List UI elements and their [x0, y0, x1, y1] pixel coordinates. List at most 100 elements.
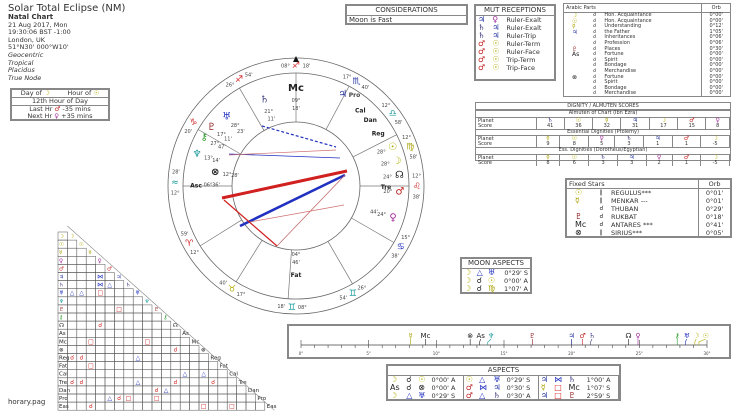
planet-icon: ♃ [338, 89, 347, 100]
glyph-icon: ♂ [672, 136, 702, 142]
glyph-icon: ♄ [614, 136, 644, 142]
glyph-icon: ☉ [487, 276, 496, 285]
grid-aspect-icon: △ [136, 355, 141, 362]
grid-cell [95, 337, 106, 346]
grid-diagonal-label: ⚷ [163, 315, 167, 321]
table-cell: Fortune [604, 73, 624, 80]
planet-minute: 11' [224, 136, 232, 142]
cusp-degree: 08° [298, 305, 307, 311]
grid-cell [114, 361, 125, 370]
glyph-icon: ☌ [592, 39, 597, 46]
table-cell: Trip-Face [506, 64, 536, 72]
timeline-body-icon: ⊗ [467, 332, 473, 340]
table-cell: 0°00' [701, 18, 730, 25]
grid-cell [226, 377, 237, 387]
grid-cell [142, 385, 153, 395]
grid-cell [198, 361, 209, 370]
grid-cell [67, 369, 78, 379]
grid-cell [114, 385, 125, 395]
grid-cell [198, 353, 209, 362]
grid-cell [67, 328, 78, 338]
table-cell: Ruler-Exalt [506, 24, 542, 32]
grid-cell [151, 312, 162, 322]
day-of-label: Day of [20, 89, 42, 97]
grid-cell [142, 304, 153, 314]
grid-diagonal-label: ♆ [145, 298, 150, 305]
grid-cell [151, 353, 162, 362]
grid-aspect-icon: △ [136, 379, 141, 386]
table-cell: 0°00' [701, 91, 730, 97]
zodiac-sign-icon: ♏ [352, 77, 360, 87]
grid-cell [132, 296, 143, 306]
table-cell: 0°18' [698, 213, 730, 221]
table-cell: 3 [617, 160, 647, 166]
planet-icon: Cal [355, 107, 366, 114]
grid-diagonal-label: ⊗ [201, 347, 206, 353]
glyph-icon: As [572, 51, 580, 59]
grid-cell [198, 385, 209, 395]
grid-cell [189, 401, 200, 411]
mutual-receptions-box: MUT RECEPTIONS ♃♀Ruler-Exalt♄♃Ruler-Exal… [474, 4, 556, 81]
glyph-icon: ☿ [540, 383, 546, 392]
grid-diagonal-label: ☿ [88, 250, 91, 256]
cusp-degree: 08° [281, 63, 290, 69]
table-cell: 0°30' A [504, 392, 539, 400]
table-cell: Merchandise [604, 90, 637, 97]
grid-cell [132, 385, 143, 395]
glyph-icon: ☌ [599, 205, 604, 212]
grid-cell [142, 401, 153, 411]
glyph-icon: ♅ [493, 375, 501, 384]
table-cell: 17 [649, 123, 679, 129]
grid-cell [142, 328, 153, 338]
grid-cell [76, 320, 87, 330]
table-cell: 8 [559, 142, 590, 147]
grid-diagonal-label: ♇ [154, 306, 159, 313]
timeline-marker [590, 338, 593, 345]
moon-aspects-box: MOON ASPECTS ☽△♅0°29' S☽☌☉0°00' A☽☌♍1°07… [460, 257, 532, 294]
grid-cell [85, 377, 96, 387]
info-line: Tropical [8, 58, 34, 67]
grid-aspect-icon: □ [229, 403, 235, 410]
grid-cell [179, 401, 190, 411]
grid-aspect-icon: ☌ [155, 387, 159, 394]
reception-row: ♄♃Ruler-Exalt [476, 24, 554, 33]
table-cell: THUBAN [610, 205, 639, 213]
timeline-marker [694, 338, 697, 345]
next-hr-value: +35 mins [61, 112, 93, 120]
grid-cell [123, 328, 134, 338]
table-cell: 3 [588, 160, 618, 166]
cusp-minute: 38' [413, 195, 421, 201]
table-cell: 0°06' [701, 35, 730, 41]
cusp-degree: 12° [171, 190, 180, 196]
glyph-icon: ♃ [643, 136, 673, 142]
glyph-icon: Mc [575, 220, 587, 230]
glyph-icon: ☉ [492, 39, 500, 48]
cusp-degree: 17° [237, 292, 246, 298]
grid-cell [114, 328, 125, 338]
grid-cell [104, 337, 115, 346]
grid-cell [161, 320, 172, 330]
grid-cell [236, 401, 247, 411]
grid-cell [142, 377, 153, 387]
table-cell: 0°29' S [504, 269, 528, 277]
timeline-body-icon: ♃ [569, 332, 575, 340]
planet-degree: 20° [383, 189, 392, 195]
table-cell: 2°59' S [584, 392, 619, 400]
glyph-icon: ♄ [588, 154, 618, 161]
table-cell: 41 [536, 123, 565, 129]
grid-cell [123, 385, 134, 395]
grid-cell [208, 369, 219, 379]
glyph-icon: ♄ [536, 117, 565, 124]
grid-diagonal-label: ♂ [107, 266, 112, 272]
aspect-line [261, 125, 337, 148]
glyph-icon: ♀ [705, 117, 730, 124]
grid-cell [95, 328, 106, 338]
grid-aspect-icon: □ [88, 363, 94, 370]
glyph-icon: ♅ [418, 391, 426, 400]
glyph-icon: ☽ [390, 391, 398, 400]
grid-aspect-icon: ☌ [98, 322, 102, 329]
grid-diagonal-label: ♃ [116, 274, 121, 281]
